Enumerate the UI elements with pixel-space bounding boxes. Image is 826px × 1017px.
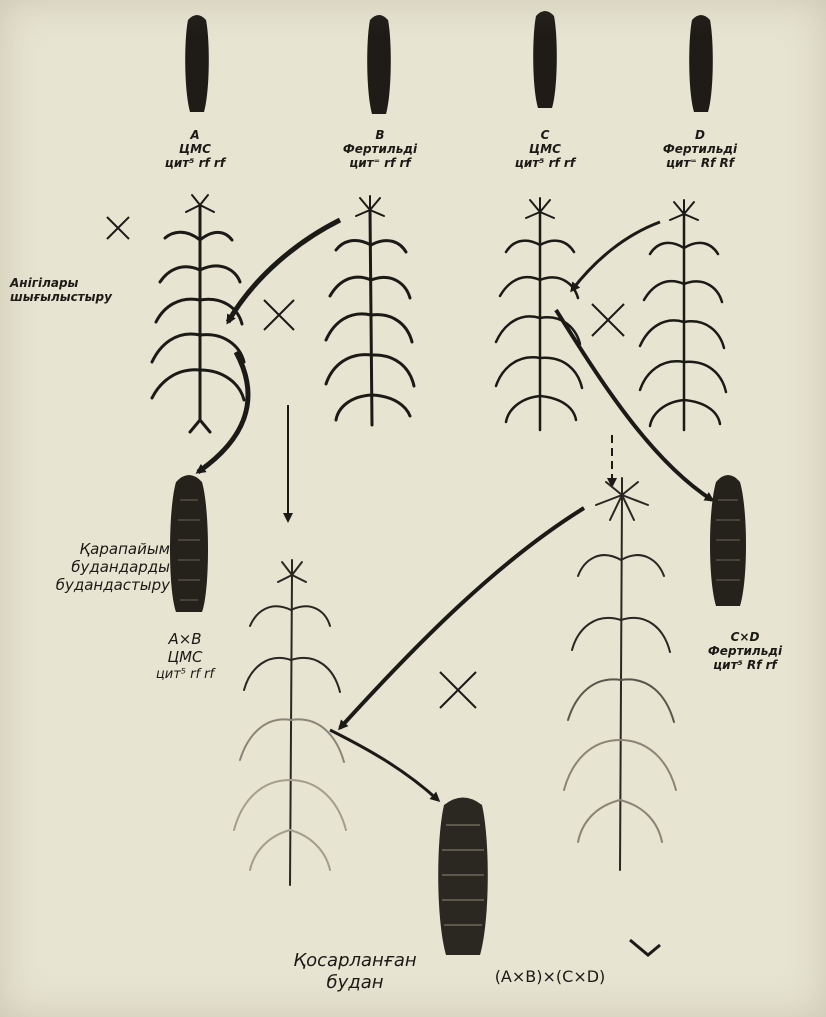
cob-cd-hybrid <box>710 475 746 606</box>
plant-cd-hybrid <box>564 478 676 870</box>
arrow-b-to-a-pollen <box>228 220 340 322</box>
corner-mark <box>630 940 660 955</box>
parent-a-letter: A <box>160 128 230 142</box>
cross-symbol-ab <box>264 300 294 330</box>
cd-genotype: цит⁵ Rf rf <box>690 658 800 672</box>
cob-parent-b <box>367 15 391 114</box>
double-hybrid-line-2: будан <box>270 972 440 994</box>
parent-b-genotype: цит⁼ rf rf <box>325 156 435 170</box>
arrow-ab-plant-to-double-cob <box>330 730 438 800</box>
double-hybrid-line-1: Қосарланған <box>270 950 440 972</box>
parent-d-type: Фертильді <box>640 142 760 156</box>
plant-parent-c <box>496 198 582 430</box>
parent-a-label: A ЦМС цит⁵ rf rf <box>160 128 230 170</box>
ab-genotype: цит⁵ rf rf <box>120 666 250 684</box>
detasseling-line-1: Анігілары <box>10 276 160 290</box>
parent-c-letter: C <box>495 128 595 142</box>
simple-hybrid-label: Қарапайым будандарды будандастыру <box>30 540 170 594</box>
plant-parent-d <box>640 200 726 430</box>
ab-cross: A×B <box>120 630 250 648</box>
parent-b-label: B Фертильді цит⁼ rf rf <box>325 128 435 170</box>
detasseling-label: Анігілары шығылыстыру <box>10 276 160 304</box>
parent-a-type: ЦМС <box>160 142 230 156</box>
cob-parent-d <box>689 15 713 112</box>
cob-parent-c <box>533 11 557 108</box>
double-hybrid-formula: (A×B)×(C×D) <box>470 970 630 984</box>
parent-d-letter: D <box>640 128 760 142</box>
parent-d-label: D Фертильді цит⁼ Rf Rf <box>640 128 760 170</box>
simple-hybrid-line-1: Қарапайым <box>30 540 170 558</box>
detasseling-line-2: шығылыстыру <box>10 290 160 304</box>
parent-d-genotype: цит⁼ Rf Rf <box>640 156 760 170</box>
arrow-d-to-c-pollen <box>572 222 660 290</box>
cob-ab-hybrid <box>170 475 208 612</box>
cross-symbol-detasseling <box>107 217 129 239</box>
simple-hybrid-line-2: будандарды <box>30 558 170 576</box>
cd-type: Фертильді <box>690 644 800 658</box>
cross-symbol-double <box>440 672 476 708</box>
simple-hybrid-line-3: будандастыру <box>30 576 170 594</box>
plant-parent-b <box>326 196 414 425</box>
ab-type: ЦМС <box>120 648 250 666</box>
parent-c-type: ЦМС <box>495 142 595 156</box>
cob-parent-a <box>185 15 209 112</box>
parent-b-letter: B <box>325 128 435 142</box>
ab-hybrid-label: A×B ЦМС цит⁵ rf rf <box>120 630 250 684</box>
cd-hybrid-label: C×D Фертильді цит⁵ Rf rf <box>690 630 800 672</box>
cross-symbol-cd <box>592 304 624 336</box>
plant-ab-hybrid <box>234 560 346 885</box>
double-hybrid-label: Қосарланған будан <box>270 950 440 994</box>
cob-double-hybrid <box>438 798 488 956</box>
parent-c-label: C ЦМС цит⁵ rf rf <box>495 128 595 170</box>
parent-b-type: Фертильді <box>325 142 435 156</box>
parent-c-genotype: цит⁵ rf rf <box>495 156 595 170</box>
parent-a-genotype: цит⁵ rf rf <box>160 156 230 170</box>
cd-cross: C×D <box>690 630 800 644</box>
